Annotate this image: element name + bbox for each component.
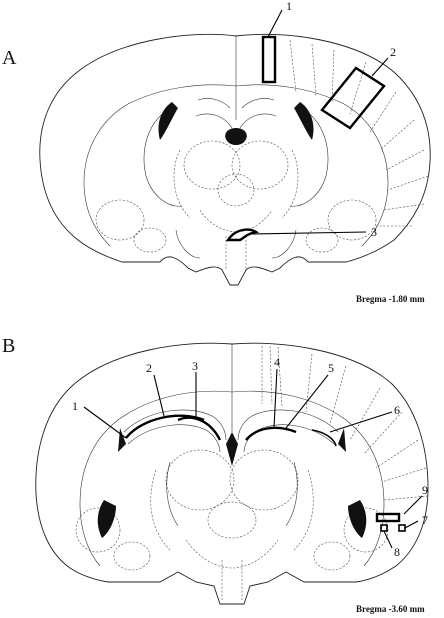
panel-b-region-number-2: 2 bbox=[146, 361, 152, 375]
panel-a-cortex-inner bbox=[83, 84, 237, 247]
panel-a-leader-3 bbox=[249, 231, 367, 235]
panel-b-cortex-inner-right bbox=[231, 390, 385, 567]
panel-b-hippocampus-right bbox=[237, 409, 339, 441]
panel-b-ventral-areas bbox=[75, 507, 389, 600]
panel-b-region-number-5: 5 bbox=[328, 361, 334, 375]
panel-a-brain-outline bbox=[39, 33, 431, 286]
panel-b-leader-6 bbox=[329, 411, 393, 433]
panel-b-cortex-inner bbox=[79, 390, 233, 567]
panel-b-region-number-4: 4 bbox=[274, 355, 280, 369]
panel-b-region-6-outline bbox=[311, 429, 337, 447]
panel-a-region-number-2: 2 bbox=[390, 45, 396, 59]
panel-a-region-number-3: 3 bbox=[371, 225, 377, 239]
panel-b-region-3-outline bbox=[177, 416, 222, 441]
panel-b-region-number-8: 8 bbox=[394, 545, 400, 559]
panel-a-third-ventricle bbox=[225, 128, 247, 145]
panel-a-region-3-outline bbox=[225, 228, 260, 242]
panel-a-region-2-box bbox=[320, 66, 386, 130]
panel-a-leader-2 bbox=[371, 57, 389, 77]
panel-a-hippocampus-left bbox=[143, 109, 183, 207]
panel-b-leader-7 bbox=[404, 520, 419, 529]
panel-b-region-number-6: 6 bbox=[394, 403, 400, 417]
panel-b: B bbox=[2, 335, 429, 614]
panel-b-region-number-3: 3 bbox=[192, 359, 198, 373]
panel-b-region-9-box bbox=[375, 512, 401, 523]
panel-a-region-1-box bbox=[261, 35, 277, 84]
panel-b-lateral-ventricle-left bbox=[97, 500, 116, 538]
panel-b-brain-outline bbox=[35, 342, 429, 605]
panel-a-region-number-1: 1 bbox=[286, 0, 292, 13]
panel-b-region-number-1: 1 bbox=[72, 399, 78, 413]
panel-a-lateral-ventricle-right bbox=[294, 102, 314, 140]
panel-b-leader-9 bbox=[403, 495, 423, 515]
panel-a-cortical-divisions bbox=[289, 39, 429, 227]
panel-b-third-ventricle bbox=[226, 432, 238, 466]
panel-b-leader-4 bbox=[273, 368, 278, 429]
panel-b-hippocampus-left bbox=[123, 409, 227, 441]
panel-a-cortex-inner-right bbox=[235, 84, 389, 247]
panel-b-leader-1 bbox=[83, 406, 127, 439]
panel-b-leader-8 bbox=[383, 530, 393, 549]
panel-b-region-4-5-outline bbox=[245, 426, 297, 441]
panel-a-thalamus bbox=[173, 140, 299, 233]
panel-b-leader-5 bbox=[285, 374, 329, 429]
panel-b-cortical-divisions bbox=[261, 345, 429, 501]
panel-b-thalamus bbox=[150, 449, 314, 569]
panel-a-label: A bbox=[2, 47, 17, 69]
panel-a-bregma-label: Bregma -1.80 mm bbox=[356, 294, 425, 304]
panel-b-leader-2 bbox=[153, 374, 165, 417]
panel-b-label: B bbox=[2, 335, 15, 357]
panel-a-ventral-areas bbox=[95, 199, 377, 270]
panel-a: A bbox=[2, 0, 431, 304]
panel-a-hippocampus-right bbox=[289, 109, 329, 207]
panel-b-bregma-label: Bregma -3.60 mm bbox=[356, 604, 425, 614]
panel-b-region-7-box bbox=[398, 524, 406, 532]
panel-a-lateral-ventricle-left bbox=[158, 102, 178, 140]
panel-b-region-number-7: 7 bbox=[422, 513, 428, 527]
panel-a-leader-1 bbox=[267, 9, 283, 38]
panel-b-lateral-ventricle-right bbox=[348, 500, 367, 538]
panel-b-region-number-9: 9 bbox=[422, 483, 428, 497]
